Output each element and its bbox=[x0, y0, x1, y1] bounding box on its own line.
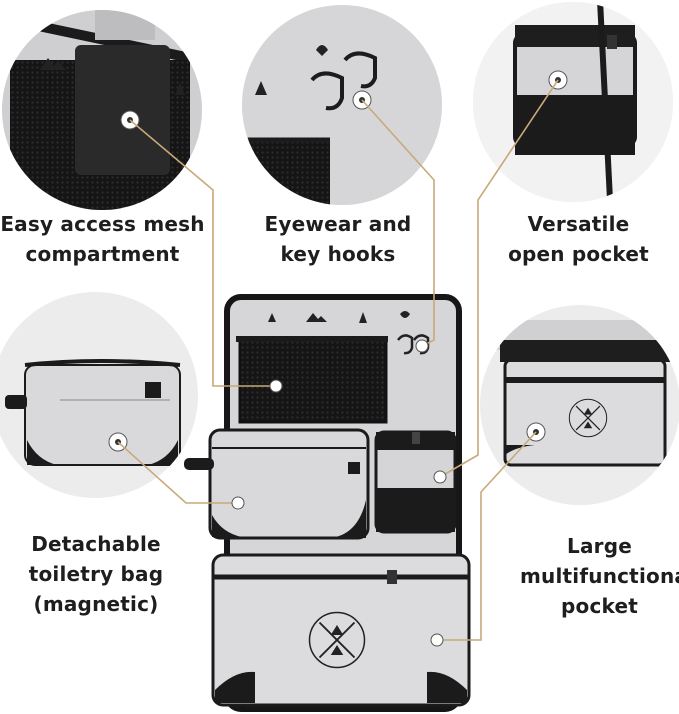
mesh-compartment-closeup bbox=[2, 10, 202, 210]
key-hooks-closeup bbox=[242, 5, 442, 205]
label-large-pocket: Large multifunctional pocket bbox=[520, 531, 679, 621]
callout-endpoints bbox=[231, 339, 447, 647]
label-line: Easy access mesh bbox=[0, 212, 205, 236]
label-line: Large bbox=[567, 534, 632, 558]
label-key-hooks: Eyewear and key hooks bbox=[238, 209, 438, 269]
label-line: Eyewear and bbox=[264, 212, 412, 236]
callout-lines bbox=[117, 79, 559, 641]
label-mesh-compartment: Easy access mesh compartment bbox=[0, 209, 205, 269]
toiletry-bag-closeup bbox=[0, 292, 198, 498]
label-line: toiletry bag bbox=[28, 562, 164, 586]
label-line: Versatile bbox=[527, 212, 630, 236]
label-line: Detachable bbox=[31, 532, 161, 556]
organizer-main bbox=[184, 294, 471, 712]
label-line: compartment bbox=[25, 242, 180, 266]
label-line: open pocket bbox=[508, 242, 649, 266]
label-toiletry-bag: Detachable toiletry bag (magnetic) bbox=[0, 529, 192, 619]
label-open-pocket: Versatile open pocket bbox=[478, 209, 679, 269]
open-pocket-closeup bbox=[473, 2, 673, 202]
label-line: multifunctional bbox=[520, 564, 679, 588]
label-line: key hooks bbox=[280, 242, 396, 266]
large-pocket-closeup bbox=[480, 305, 679, 505]
label-line: (magnetic) bbox=[33, 592, 159, 616]
label-line: pocket bbox=[560, 594, 638, 618]
